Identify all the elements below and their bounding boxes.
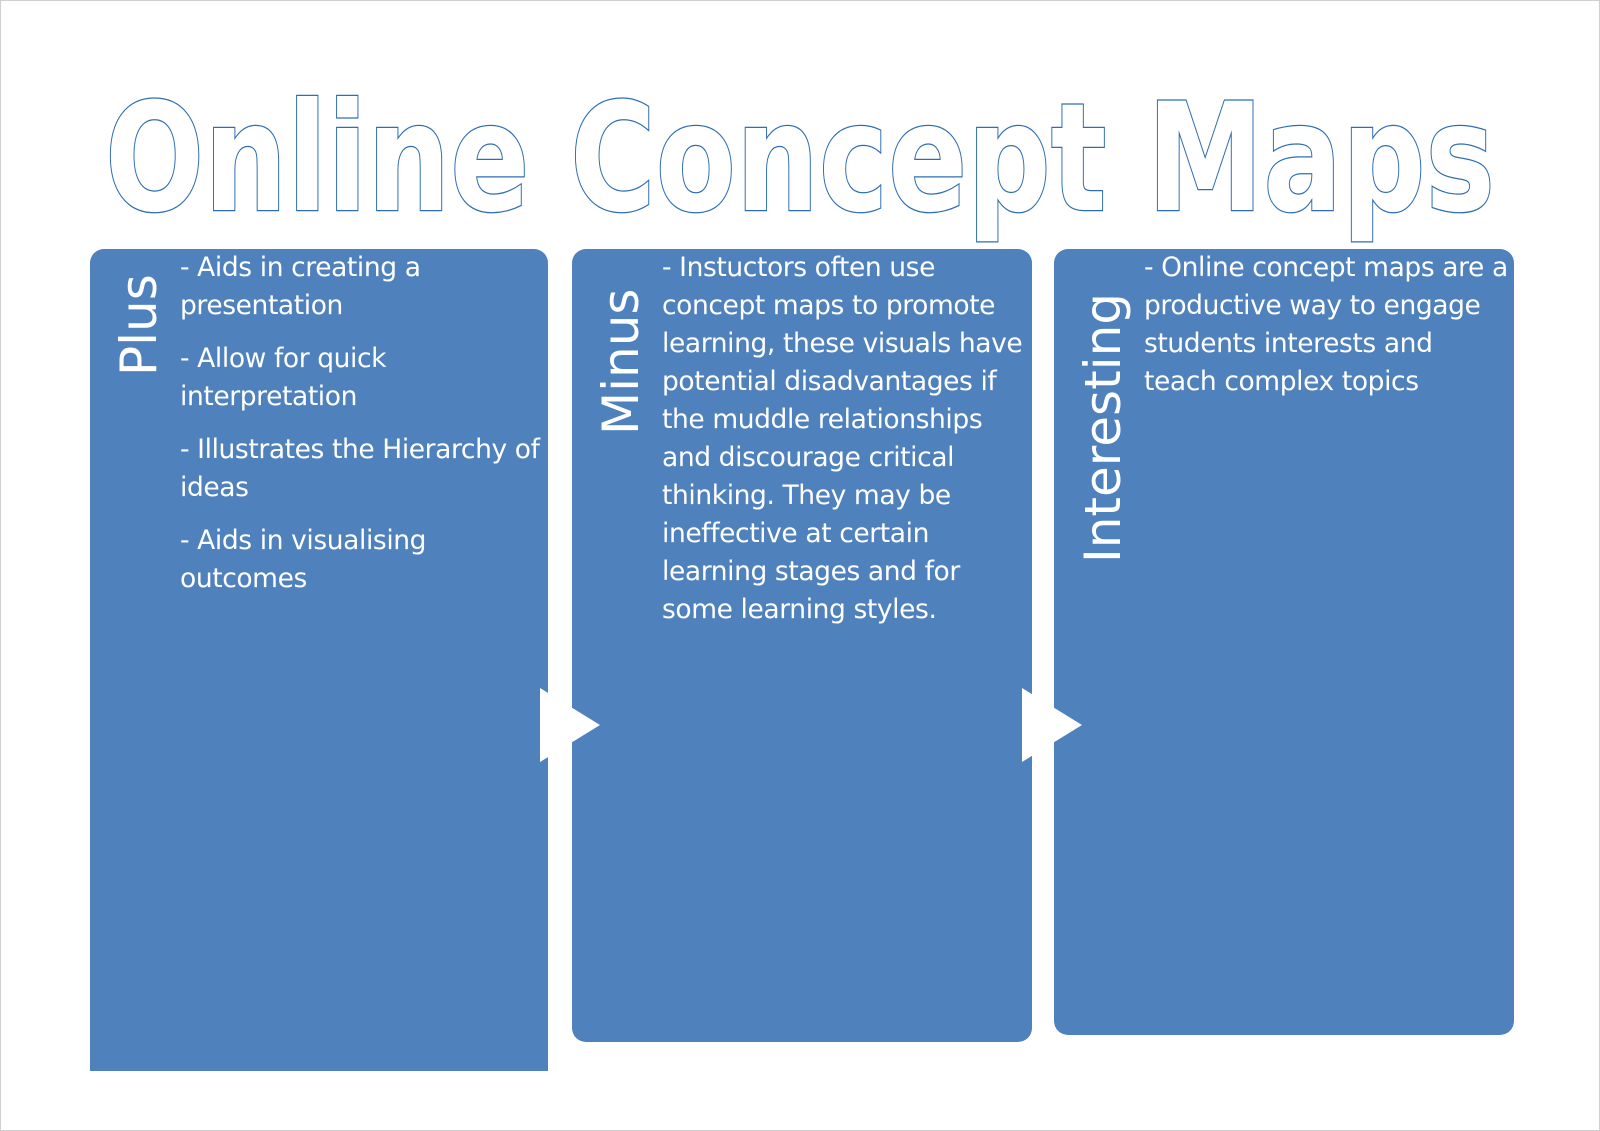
title-text: Online Concept Maps bbox=[105, 72, 1495, 246]
minus-heading: Minus bbox=[592, 288, 650, 435]
interesting-heading: Interesting bbox=[1074, 293, 1132, 563]
list-item: - Aids in creating a presentation bbox=[180, 252, 421, 321]
list-item: - Illustrates the Hierarchy of ideas bbox=[180, 434, 540, 503]
minus-panel: Minus - Instuctors often use concept map… bbox=[572, 249, 1032, 1042]
plus-panel: Plus - Aids in creating a presentation -… bbox=[90, 249, 548, 1071]
list-item: - Online concept maps are a productive w… bbox=[1144, 252, 1508, 397]
minus-content: - Instuctors often use concept maps to p… bbox=[662, 249, 1027, 644]
arrow-right-icon bbox=[1022, 688, 1082, 762]
interesting-content: - Online concept maps are a productive w… bbox=[1144, 249, 1509, 416]
plus-content: - Aids in creating a presentation - Allo… bbox=[180, 249, 540, 613]
list-item: - Aids in visualising outcomes bbox=[180, 525, 427, 594]
arrow-right-icon bbox=[540, 688, 600, 762]
slide-title: Online Concept Maps bbox=[80, 70, 1520, 250]
interesting-panel: Interesting - Online concept maps are a … bbox=[1054, 249, 1514, 1035]
title-wordart: Online Concept Maps bbox=[104, 71, 1497, 248]
list-item: - Instuctors often use concept maps to p… bbox=[662, 252, 1023, 625]
list-item: - Allow for quick interpretation bbox=[180, 343, 387, 412]
plus-heading: Plus bbox=[110, 274, 168, 376]
